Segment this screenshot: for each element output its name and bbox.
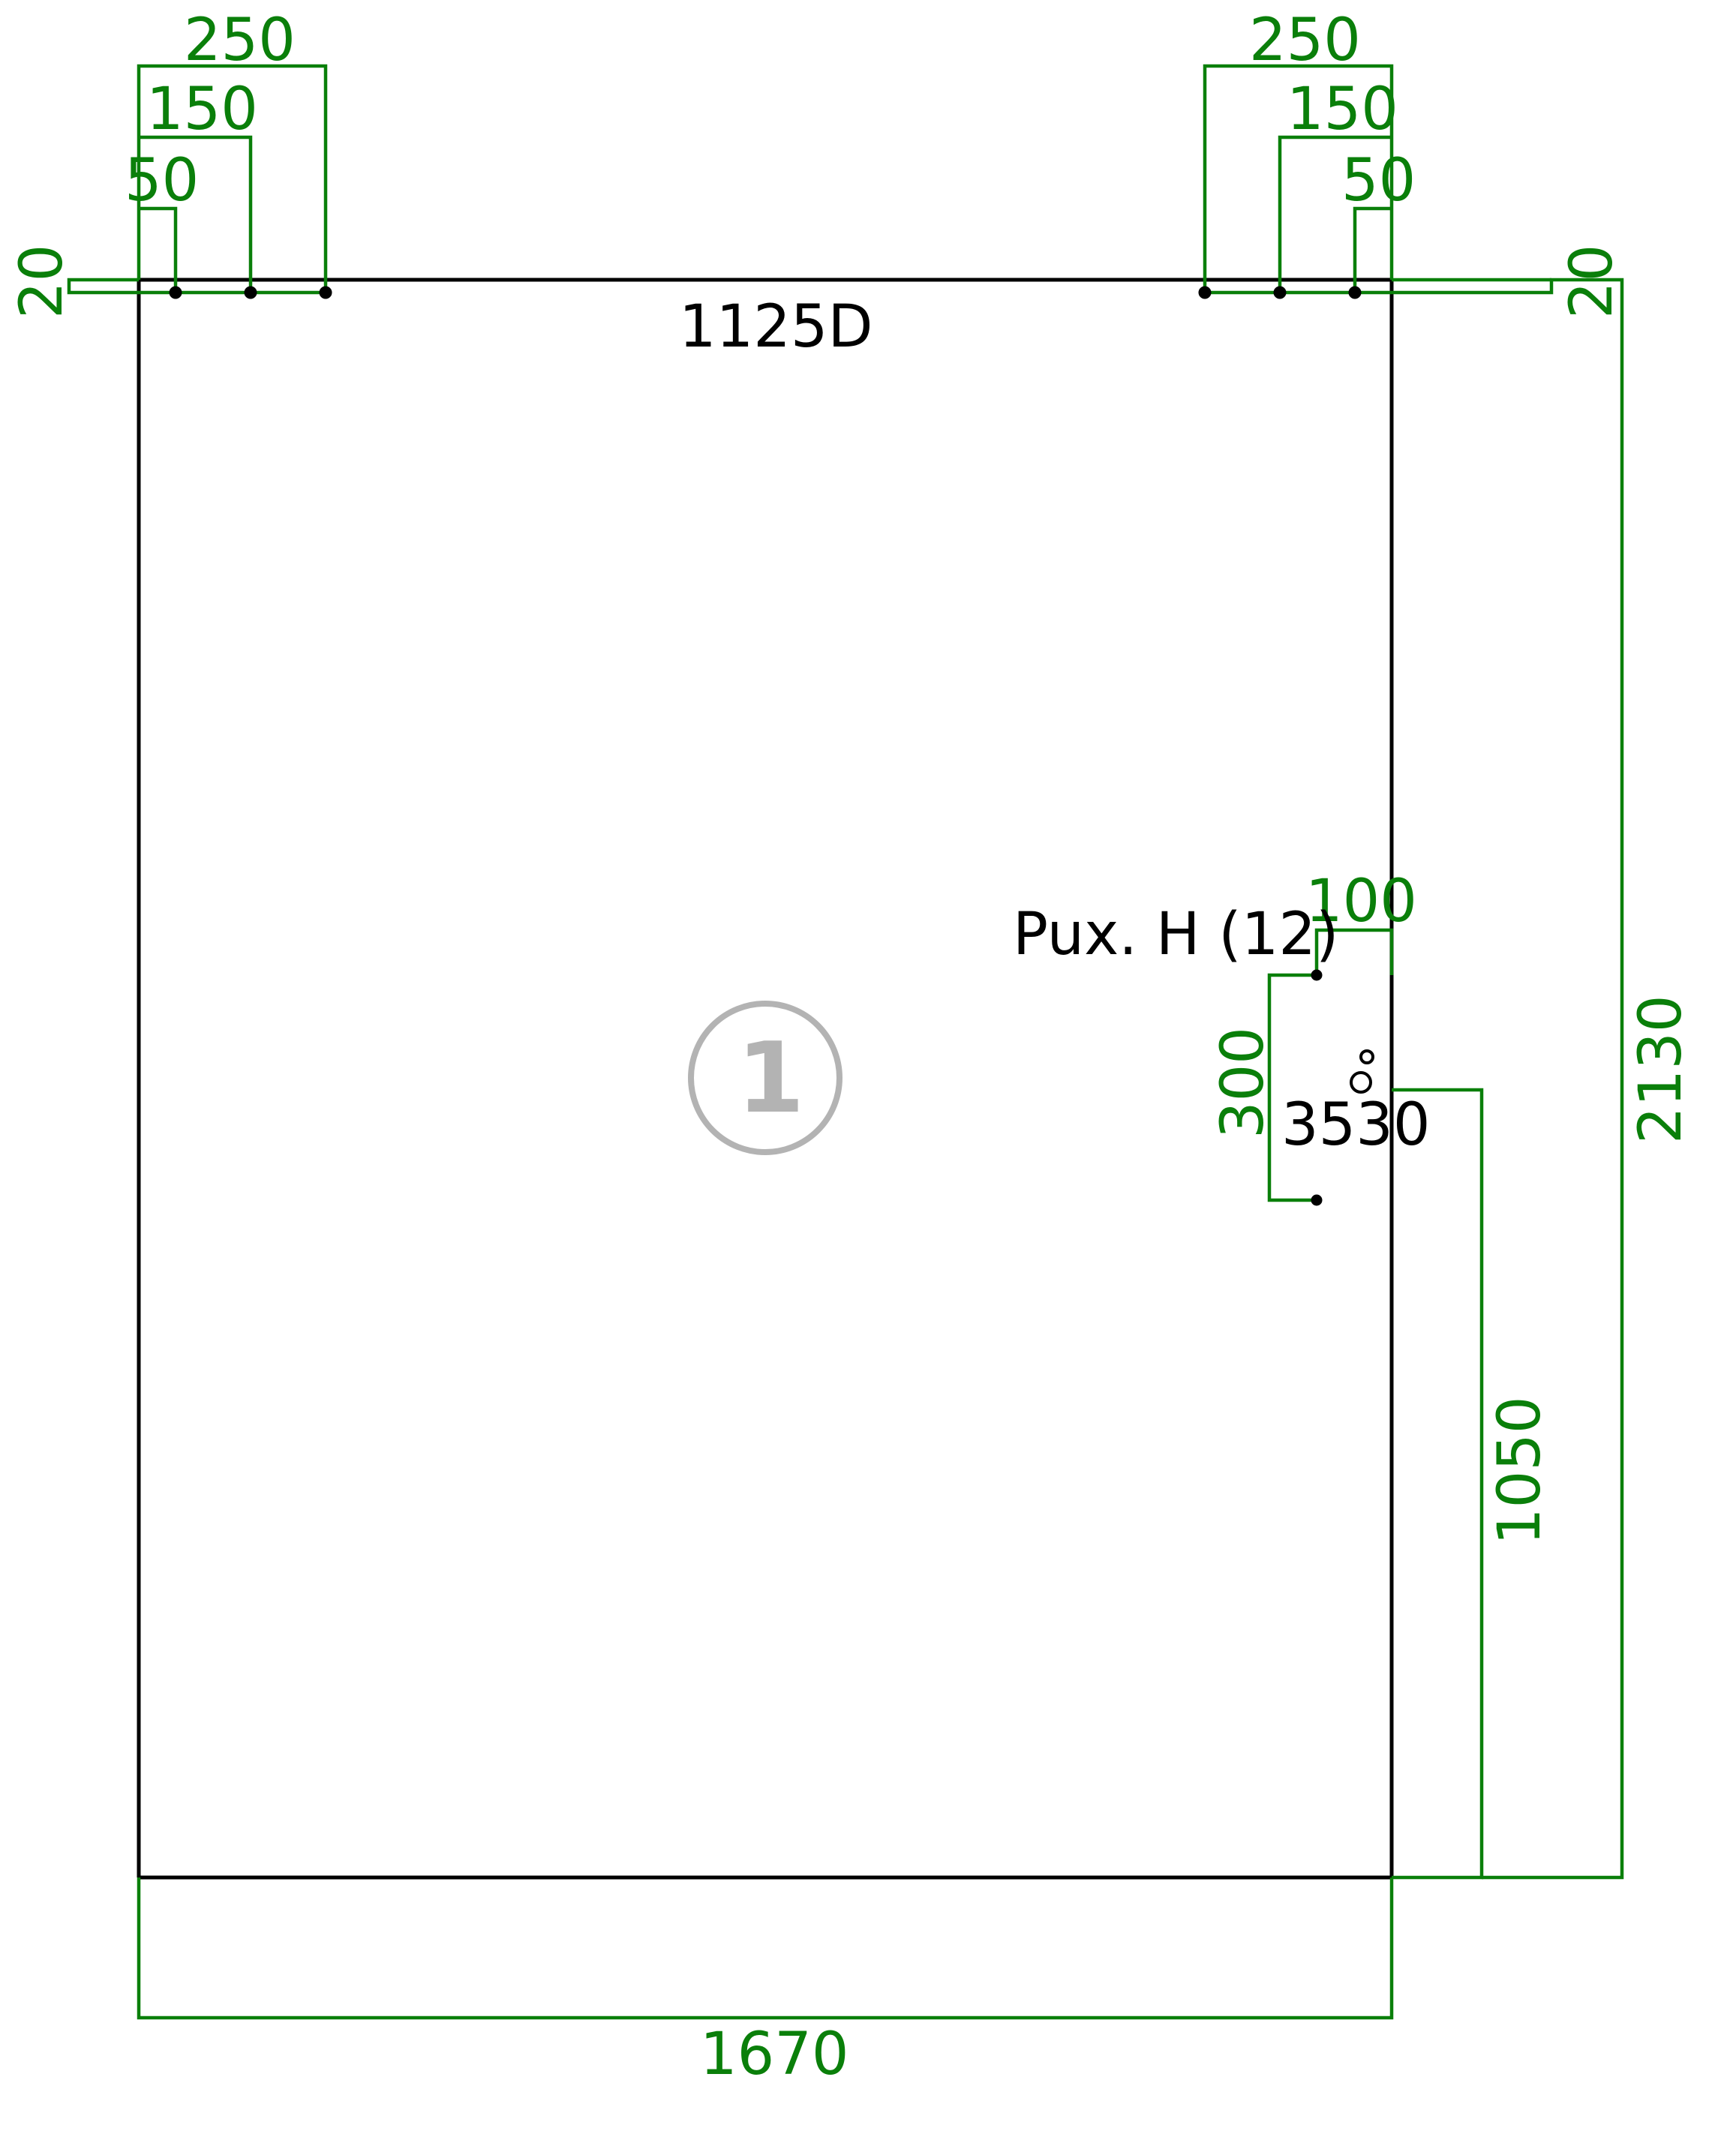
- dim-top-right-250: 250: [1249, 7, 1361, 74]
- dim-handle-100: 100: [1305, 868, 1417, 935]
- lock-ring-icon: [1359, 1049, 1374, 1064]
- hinge-hole: [1273, 286, 1287, 299]
- item-number: 1: [737, 1021, 804, 1135]
- hinge-hole: [1198, 286, 1212, 299]
- dim-top-left-50: 50: [125, 147, 199, 215]
- hinge-hole: [169, 286, 182, 299]
- dim-handle-300: 300: [1209, 1027, 1277, 1139]
- top-right-dimensions: 250 150 50: [1203, 7, 1416, 293]
- handle-hole-bottom: [1311, 1194, 1323, 1206]
- dim-total-width-1670: 1670: [700, 2021, 849, 2088]
- dim-top-left-150: 150: [146, 76, 258, 143]
- dim-top-right-150: 150: [1287, 76, 1398, 143]
- hinge-hole: [319, 286, 332, 299]
- total-height-dimension: 2130: [1482, 278, 1695, 1880]
- total-width-dimension: 1670: [137, 1877, 1394, 2088]
- hinge-hole: [1348, 286, 1362, 299]
- lock-cylinder: [1350, 1049, 1374, 1094]
- dim-left-offset-20: 20: [8, 245, 76, 319]
- dim-right-offset-20: 20: [1558, 245, 1626, 319]
- hinge-hole: [244, 286, 257, 299]
- handle-hole-top: [1311, 969, 1323, 981]
- lock-label: 3530: [1281, 1091, 1431, 1159]
- dim-top-left-250: 250: [184, 7, 296, 74]
- item-number-marker: 1: [688, 1001, 842, 1155]
- top-left-dimensions: 250 150 50: [125, 7, 328, 293]
- handle-label: Pux. H (12): [1013, 901, 1338, 968]
- handle-dimensions: 100 300: [1209, 868, 1417, 1202]
- dim-top-right-50: 50: [1341, 147, 1416, 215]
- dim-lock-height-1050: 1050: [1486, 1396, 1554, 1545]
- top-offset-dimensions: 20 20: [8, 245, 1626, 319]
- hinge-holes: [169, 286, 1362, 299]
- lock-ring-icon: [1350, 1071, 1372, 1094]
- dim-total-height-2130: 2130: [1627, 995, 1695, 1144]
- door-outline: [137, 278, 1394, 1880]
- part-label: 1125D: [679, 293, 873, 361]
- lock-height-dimension: 1050: [1392, 1088, 1554, 1880]
